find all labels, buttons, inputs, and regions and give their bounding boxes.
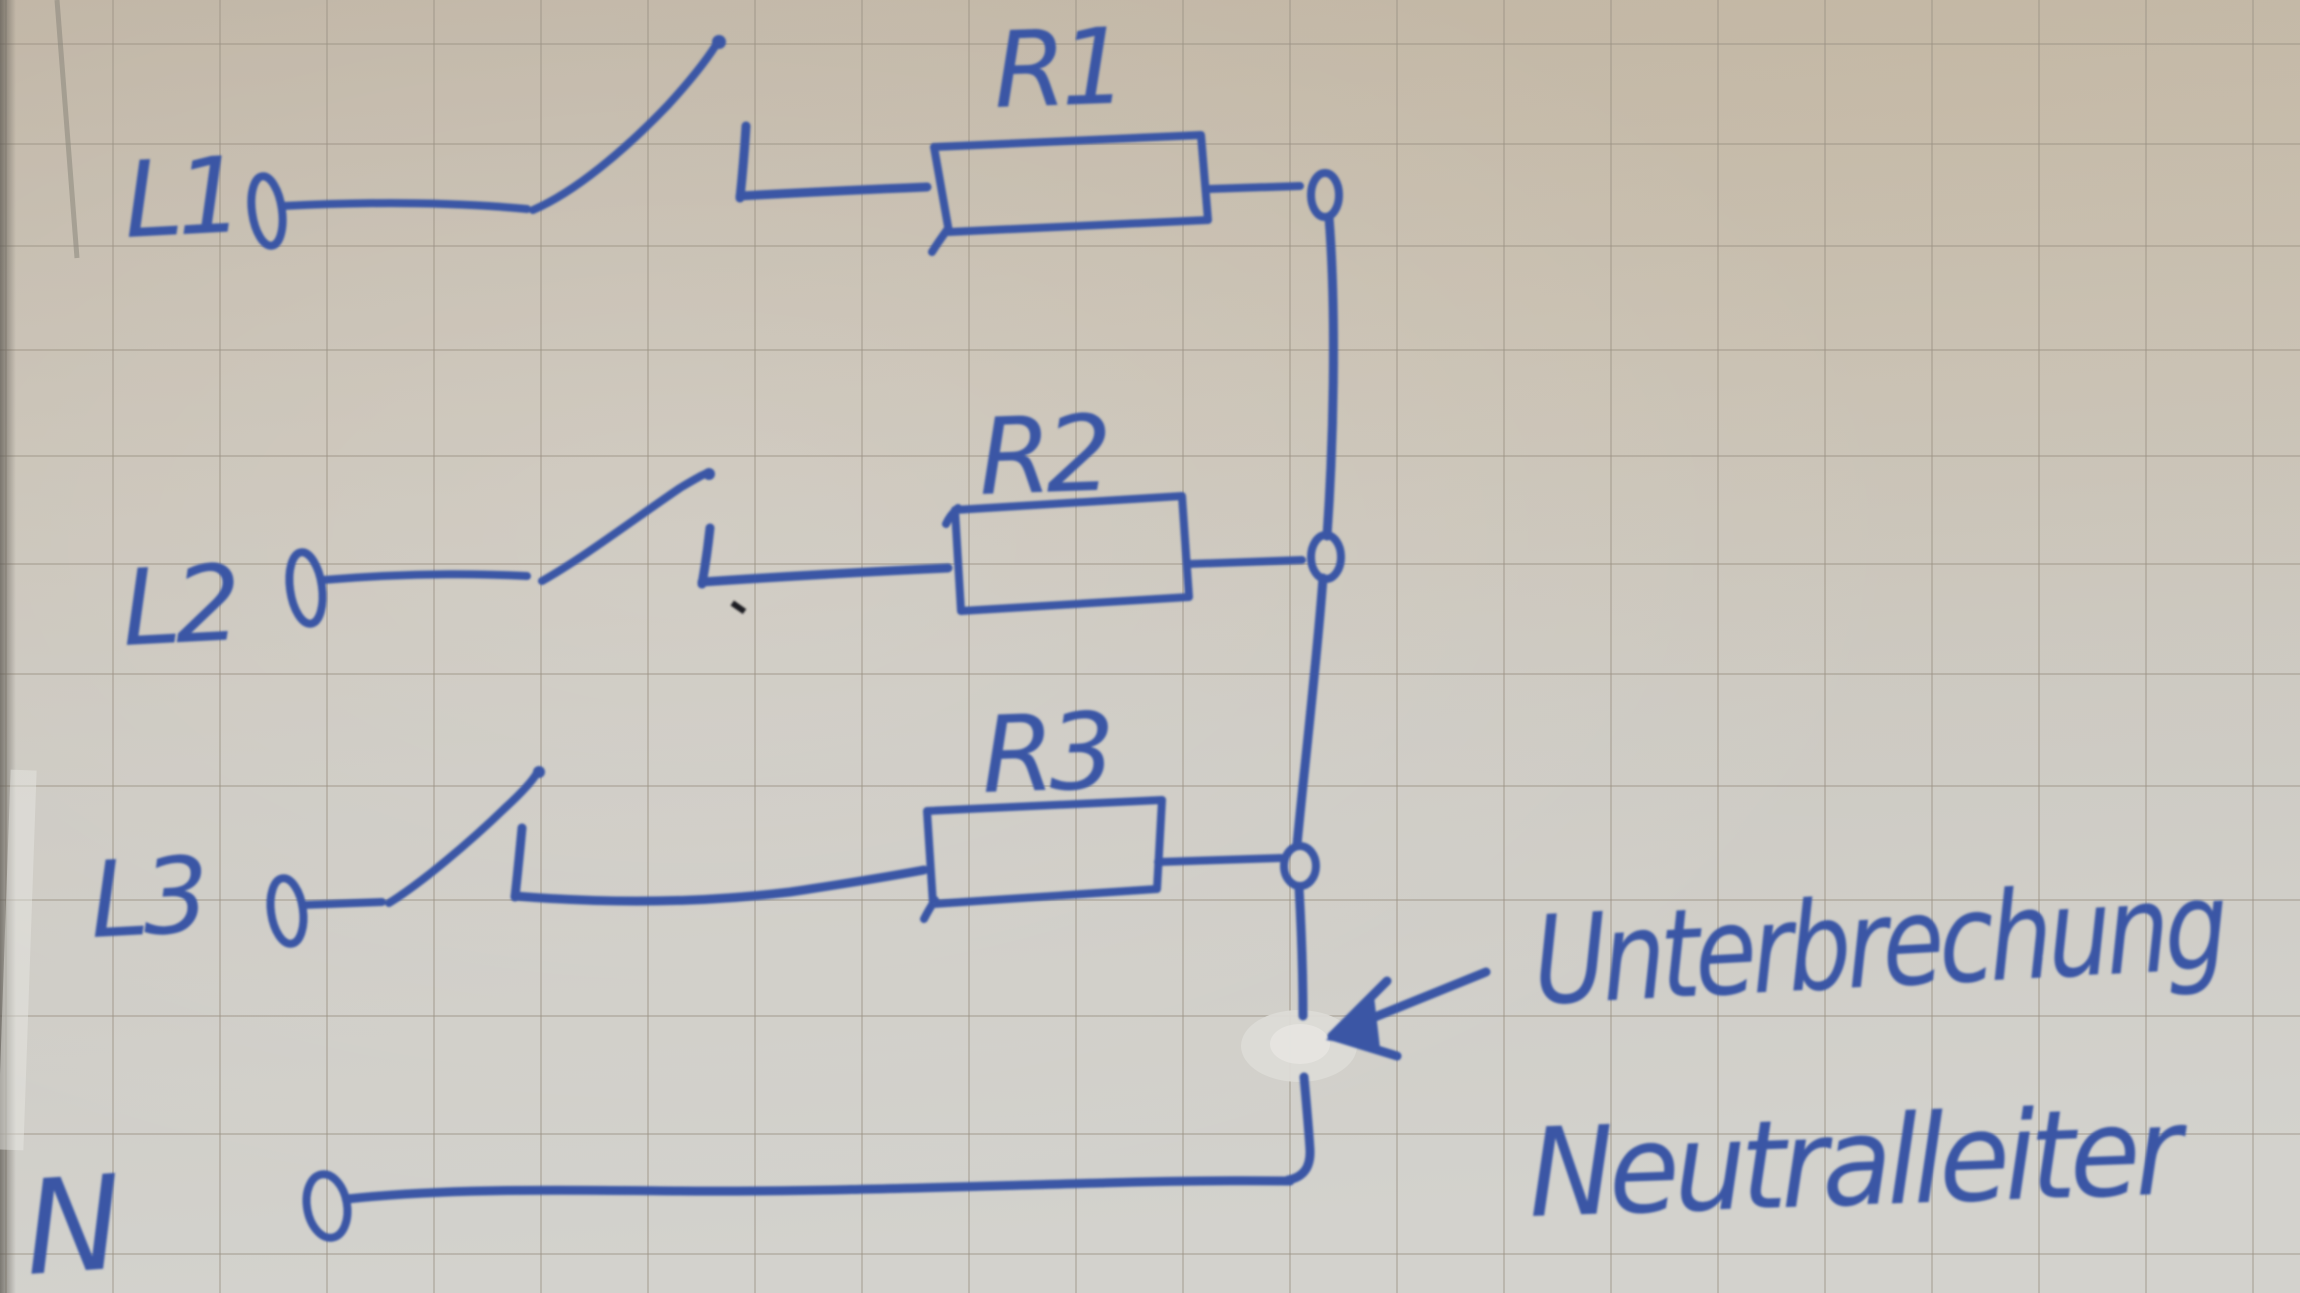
resistor-box-r2	[942, 492, 1193, 615]
wire-l2-terminal	[319, 570, 531, 584]
switch-contact-l3	[510, 823, 929, 906]
whiteout-patch-center	[1270, 1024, 1330, 1064]
resistor-box-r1	[928, 131, 1212, 256]
ink-speck	[730, 600, 747, 615]
phase-l3-label: L3	[87, 834, 207, 962]
page-edge-crease	[54, 0, 80, 259]
switch-lever-l1	[529, 41, 720, 214]
resistor-box-r3	[920, 796, 1166, 923]
resistor-r3-label: R3	[980, 691, 1112, 817]
phase-l1-label: L1	[121, 134, 241, 262]
page-edge-highlight	[0, 769, 37, 1151]
switch-lever-tip-l2	[703, 468, 715, 480]
annotation-line2: Neutralleiter	[1526, 1080, 2191, 1245]
switch-contact-l1	[735, 121, 932, 203]
bus-segment-top	[1322, 212, 1338, 541]
resistor-r1-label: R1	[992, 6, 1124, 132]
switch-lever-tip-l3	[533, 766, 545, 778]
neutral-label: N	[20, 1147, 124, 1293]
bus-segment-middle	[1292, 573, 1328, 850]
wire-l3-terminal	[299, 898, 386, 909]
wire-r1-to-bus	[1204, 182, 1304, 193]
switch-lever-tip-l1	[712, 35, 726, 49]
page-left-edge-shadow	[0, 0, 16, 1293]
switch-contact-l2	[697, 523, 953, 589]
arrow-head-icon	[1326, 996, 1380, 1048]
bus-segment-below-break	[1283, 1072, 1315, 1185]
switch-lever-l2	[538, 469, 711, 585]
wire-neutral	[342, 1176, 1295, 1204]
terminal-circle-l2	[285, 548, 327, 628]
switch-lever-l3	[385, 769, 541, 907]
wire-l1-terminal	[279, 199, 531, 213]
wire-r2-to-bus	[1185, 556, 1306, 568]
resistor-r2-label: R2	[977, 393, 1109, 519]
phase-l2-label: L2	[119, 542, 239, 670]
bus-segment-above-break	[1294, 882, 1308, 1021]
wire-r3-to-bus	[1154, 854, 1285, 866]
